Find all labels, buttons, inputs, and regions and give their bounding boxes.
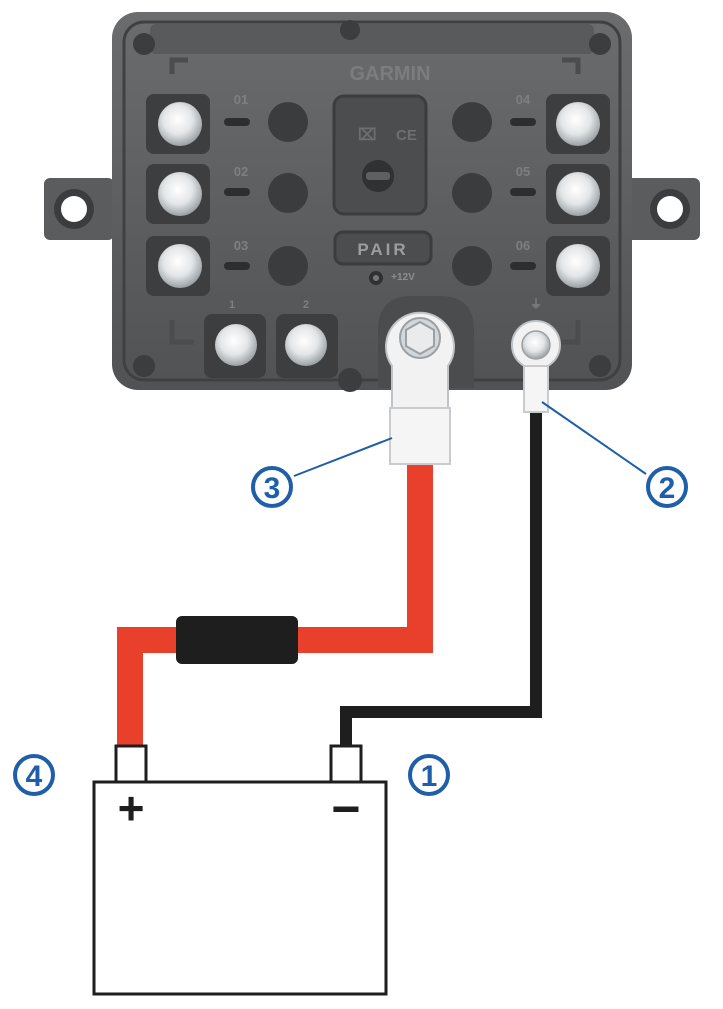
channel-label-05: 05 — [516, 164, 530, 179]
callout-2-number: 2 — [659, 472, 676, 505]
callout-3-leader — [293, 437, 393, 477]
callout-3: 3 — [251, 466, 293, 508]
terminal-screw — [215, 324, 257, 366]
terminal-screw — [556, 102, 600, 146]
output-terminal-03 — [146, 236, 308, 296]
callout-4-number: 4 — [26, 760, 43, 793]
pair-label: PAIR — [357, 240, 408, 259]
terminal-screw — [158, 172, 202, 216]
terminal-screw — [556, 172, 600, 216]
terminal-screw — [158, 244, 202, 288]
pair-button[interactable]: PAIR — [333, 230, 433, 266]
channel-label-03: 03 — [234, 238, 248, 253]
channel-label-01: 01 — [234, 92, 248, 107]
center-label-plate: ⌧ CE — [332, 94, 428, 216]
ground-symbol-icon: ⏚ — [530, 297, 542, 311]
mounting-ear-right — [620, 178, 700, 240]
battery-negative-post — [329, 744, 363, 784]
callout-2: 2 — [646, 466, 688, 508]
battery-body — [92, 780, 388, 996]
terminal-screw — [158, 102, 202, 146]
mounting-ear-left — [44, 178, 114, 240]
callout-2-leader — [541, 401, 647, 475]
battery — [92, 744, 388, 996]
channel-label-02: 02 — [234, 164, 248, 179]
battery-positive-label: + — [118, 782, 145, 834]
output-terminal-05 — [452, 164, 610, 224]
channel-label-06: 06 — [516, 238, 530, 253]
positive-ring-terminal — [385, 311, 455, 465]
output-terminal-01 — [146, 94, 308, 154]
callout-4: 4 — [13, 754, 55, 796]
inline-fuse — [176, 616, 298, 664]
output-terminal-06 — [452, 236, 610, 296]
battery-positive-post — [114, 744, 148, 784]
output-terminal-02 — [146, 164, 308, 224]
input-label-2: 2 — [303, 299, 309, 311]
voltage-label: +12V — [391, 272, 415, 283]
disposal-symbol-icon: ⌧ — [358, 127, 376, 144]
output-terminal-04 — [452, 94, 610, 154]
input-terminal-2 — [276, 314, 338, 378]
battery-negative-label: − — [331, 781, 360, 837]
input-terminal-1 — [204, 314, 266, 378]
negative-wire — [340, 412, 542, 748]
callout-1: 1 — [408, 754, 450, 796]
brand-logo: GARMIN — [349, 63, 430, 85]
terminal-screw — [556, 244, 600, 288]
input-label-1: 1 — [229, 299, 235, 311]
callout-1-number: 1 — [421, 760, 438, 793]
ce-mark-icon: CE — [396, 127, 417, 144]
callout-3-number: 3 — [264, 472, 281, 505]
channel-label-04: 04 — [516, 92, 531, 107]
terminal-screw — [285, 324, 327, 366]
